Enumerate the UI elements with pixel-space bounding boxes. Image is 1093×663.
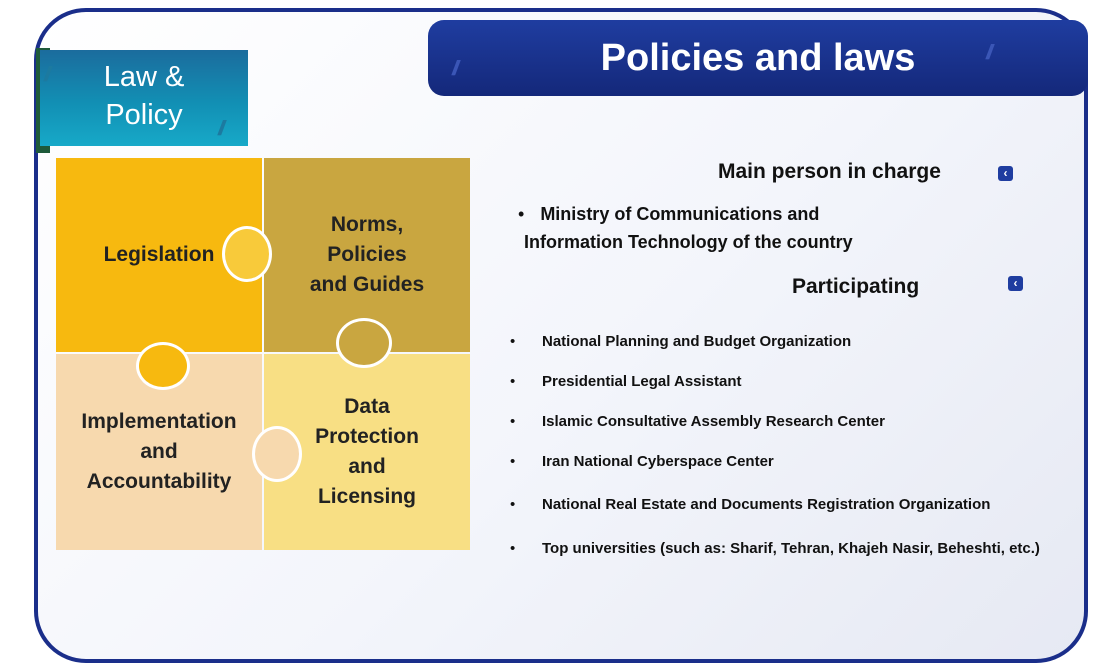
participating-heading: Participating (792, 275, 920, 298)
list-item: •Presidential Legal Assistant (510, 373, 742, 390)
puzzle-knob (252, 426, 302, 482)
decor-slash-icon: // (44, 64, 51, 86)
puzzle-label-legislation: Legislation (103, 243, 215, 266)
chevron-left-icon: ‹ (1008, 276, 1023, 291)
puzzle-label-data: Data Protection and Licensing (315, 395, 419, 508)
list-item: •Top universities (such as: Sharif, Tehr… (510, 540, 1040, 557)
puzzle-knob (336, 318, 392, 368)
main-person-line-2: Information Technology of the country (524, 232, 853, 252)
chevron-left-icon: ‹ (998, 166, 1013, 181)
puzzle-piece-implementation: Implementation and Accountability (56, 354, 262, 550)
list-item: •Islamic Consultative Assembly Research … (510, 413, 885, 430)
decor-slash-icon: // (986, 42, 993, 64)
puzzle-label-norms: Norms, Policies and Guides (309, 213, 425, 296)
page-title: Policies and laws (428, 20, 1088, 96)
participating-list: •National Planning and Budget Organizati… (510, 326, 1040, 568)
decor-slash-icon: // (218, 118, 225, 140)
main-person-line-1: Ministry of Communications and (540, 204, 820, 224)
puzzle-graphic: Legislation Norms, Policies and Guides I… (56, 158, 470, 550)
puzzle-knob (222, 226, 272, 282)
decor-slash-icon: // (452, 58, 459, 80)
tag-line-2: Policy (105, 99, 183, 131)
page-title-text: Policies and laws (600, 37, 916, 79)
puzzle-knob (136, 342, 190, 390)
tag-line-1: Law & (103, 61, 185, 93)
puzzle-piece-norms: Norms, Policies and Guides (264, 158, 470, 352)
main-person-heading: Main person in charge (718, 160, 941, 183)
list-item: •National Real Estate and Documents Regi… (510, 496, 991, 513)
main-person-text: •Ministry of Communications and Informat… (518, 204, 853, 252)
list-item: •Iran National Cyberspace Center (510, 453, 774, 470)
puzzle-label-implementation: Implementation and Accountability (81, 410, 237, 493)
list-item: •National Planning and Budget Organizati… (510, 333, 852, 350)
law-policy-tag: Law & Policy (40, 50, 248, 146)
